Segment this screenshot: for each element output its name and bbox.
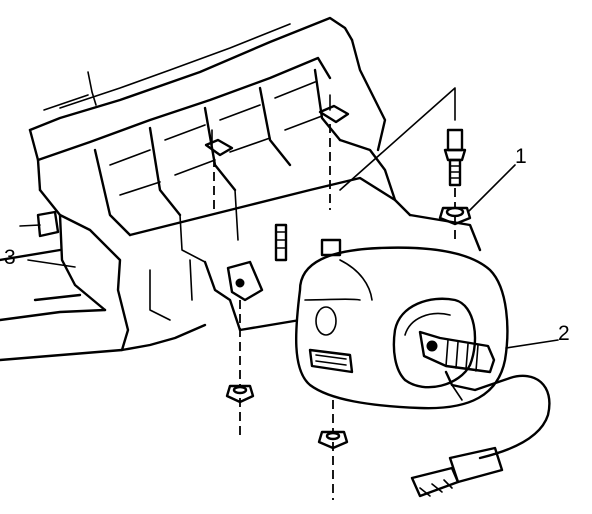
callout-1: 1 [515, 145, 527, 168]
callout-2: 2 [558, 322, 570, 345]
callout-3: 3 [4, 246, 16, 269]
leader-3 [27, 259, 76, 268]
leader-2 [505, 339, 559, 349]
lower-nuts [225, 300, 349, 500]
leader-1 [467, 164, 516, 213]
frame-crossmember [0, 16, 482, 362]
inflator-module-housing [295, 246, 551, 498]
frame-studs [204, 94, 350, 302]
upper-stud-and-nut [339, 87, 472, 240]
callout-leaders [27, 164, 559, 349]
